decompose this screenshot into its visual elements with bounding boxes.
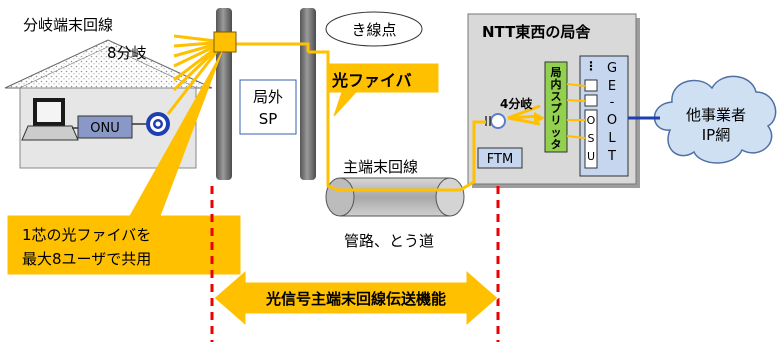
branch-line-label: 分岐端末回線 (23, 16, 113, 34)
drop-point-bubble: き線点 (325, 11, 423, 47)
optical-fiber-callout: 光ファイバ (327, 63, 439, 117)
splitter-char-4: プ (551, 101, 563, 115)
outdoor-sp-line2: SP (259, 110, 278, 128)
branch-8-label: 8分岐 (107, 44, 147, 62)
outdoor-sp-label-box: 局外 SP (239, 79, 297, 135)
ge-olt-char-1: G (607, 61, 617, 76)
shared-fiber-line2: 最大8ユーザで共用 (22, 250, 151, 268)
ge-olt-char-4: O (607, 113, 617, 128)
transmission-function-label: 光信号主端末回線伝送機能 (265, 290, 446, 308)
splitter-char-6: ッ (551, 126, 562, 139)
cloud-label-line1: 他事業者 (686, 106, 746, 124)
transmission-function-arrow: 光信号主端末回線伝送機能 (213, 268, 499, 328)
cloud-label-line2: IP網 (702, 126, 730, 144)
ntt-building-title: NTT東西の局舎 (482, 23, 591, 41)
splitter-to-olt-lines (566, 83, 586, 139)
ge-olt-char-6: T (607, 149, 616, 164)
conduit-pipe (325, 177, 465, 217)
onu-device: ONU (77, 115, 133, 139)
splitter-char-2: 内 (551, 77, 562, 91)
ip-network-cloud: 他事業者 IP網 (653, 75, 777, 164)
conduit-label: 管路、とう道 (344, 232, 434, 250)
utility-pole-right (300, 8, 316, 180)
optical-fiber-label: 光ファイバ (331, 71, 412, 90)
shared-fiber-callout: 1芯の光ファイバを 最大8ユーザで共用 (7, 51, 241, 275)
ftm-unit: FTM (477, 113, 523, 169)
ge-olt-char-3: - (610, 95, 615, 110)
outdoor-splitter-square (213, 31, 237, 53)
splitter-char-1: 局 (550, 66, 562, 79)
outdoor-sp-line1: 局外 (253, 88, 283, 106)
osu-char-3: U (587, 150, 595, 163)
splitter-char-3: ス (551, 90, 562, 103)
ge-olt-char-2: E (608, 79, 616, 94)
optical-outlet-icon (146, 112, 170, 136)
branch-4-label: 4分岐 (500, 96, 533, 111)
drop-point-label: き線点 (351, 21, 396, 39)
splitter-char-7: タ (551, 138, 562, 151)
indoor-splitter: 局 内 ス プ リ ッ タ (544, 61, 568, 153)
branch-4-arrows (507, 104, 545, 126)
osu-cards: ⋮ O S U (584, 59, 598, 169)
ftm-label: FTM (487, 152, 513, 167)
splitter-char-5: リ (551, 114, 562, 127)
main-terminal-line-label: 主端末回線 (343, 158, 418, 176)
onu-label: ONU (90, 121, 119, 136)
osu-char-1: O (587, 114, 596, 127)
osu-char-2: S (588, 132, 595, 145)
shared-fiber-line1: 1芯の光ファイバを (22, 226, 151, 244)
osu-ellipsis-icon: ⋮ (585, 59, 597, 73)
ge-olt-char-5: L (608, 131, 616, 146)
ftm-connector-icon (490, 113, 506, 129)
fiber-paths (166, 34, 486, 192)
laptop-icon (21, 98, 79, 141)
